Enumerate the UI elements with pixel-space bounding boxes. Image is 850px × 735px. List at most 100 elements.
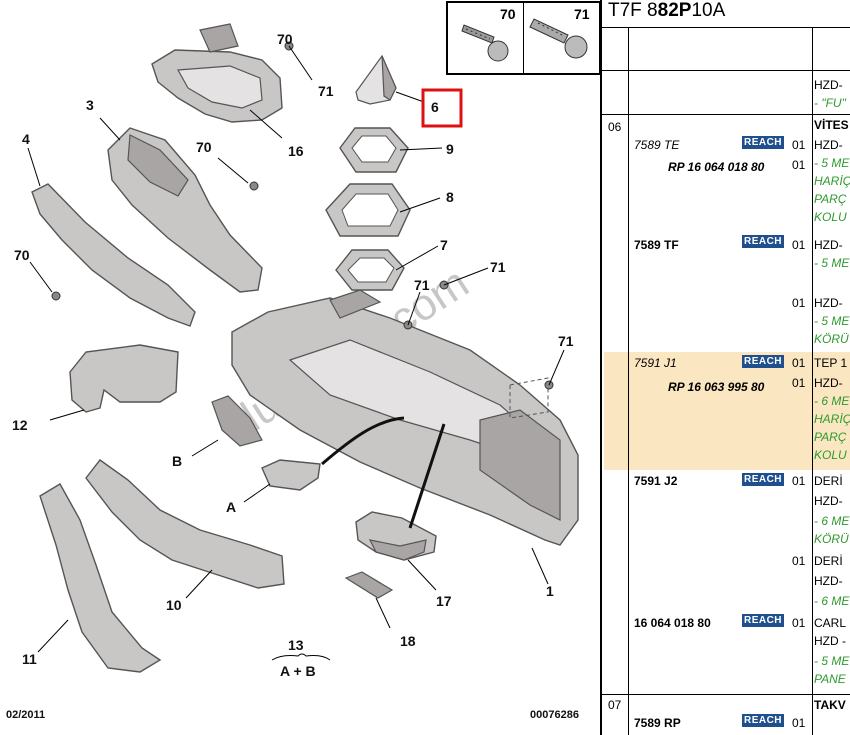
- callout-70-top: 70: [277, 31, 293, 47]
- part-11-air-duct[interactable]: [39, 483, 162, 673]
- part-9-ring[interactable]: [339, 127, 409, 173]
- qty: 01: [792, 158, 806, 172]
- clip-71-icon: [529, 18, 588, 59]
- row-rule-1: [602, 114, 850, 115]
- callout-10: 10: [166, 597, 182, 613]
- desc: HZD-: [814, 138, 843, 152]
- ref-7591J1: RP 16 063 995 80: [668, 380, 765, 394]
- fastener-inset: 70 71: [446, 1, 601, 75]
- callout-71-c: 71: [558, 333, 574, 349]
- callout-18: 18: [400, 633, 416, 649]
- desc: - 5 ME: [814, 314, 850, 328]
- desc: KÖRÜ: [814, 332, 849, 346]
- inset-cell-71: 71: [524, 3, 599, 73]
- part-7-ring[interactable]: [335, 249, 405, 291]
- desc: HARİÇ: [814, 412, 850, 426]
- reach-badge: REACH: [742, 235, 784, 248]
- callout-4: 4: [22, 131, 30, 147]
- desc: TEP 1: [814, 356, 848, 370]
- part-code-1606401880[interactable]: 16 064 018 80: [634, 616, 711, 630]
- callout-71-top: 71: [318, 83, 334, 99]
- qty: 01: [792, 716, 806, 730]
- qty: 01: [792, 238, 806, 252]
- callout-7: 7: [440, 237, 448, 253]
- part-A-boot-frame[interactable]: [261, 459, 321, 491]
- callout-13-sub: A + B: [280, 663, 316, 679]
- diagram-date: 02/2011: [6, 709, 45, 721]
- part-code-7589TF[interactable]: 7589 TF: [634, 238, 679, 252]
- desc: KÖRÜ: [814, 532, 849, 546]
- part-10-air-duct[interactable]: [85, 459, 285, 589]
- qty: 01: [792, 296, 806, 310]
- drawing-number: 00076286: [530, 709, 579, 721]
- part-B-gear-boot[interactable]: [211, 395, 263, 447]
- callout-16: 16: [288, 143, 304, 159]
- callout-9: 9: [446, 141, 454, 157]
- desc: HZD-: [814, 238, 843, 252]
- desc: KOLU: [814, 210, 847, 224]
- qty: 01: [792, 138, 806, 152]
- section-06: 06: [608, 120, 622, 134]
- qty: 01: [792, 616, 806, 630]
- desc: HZD -: [814, 634, 846, 648]
- desc: - 6 ME: [814, 594, 850, 608]
- header-code-2: 82P: [657, 0, 692, 21]
- section-07: 07: [608, 698, 622, 712]
- parts-table: T7F 8 82P 10A HZD- - "FU" 06 07 7589 TE …: [600, 0, 850, 735]
- leader-lines: [27, 45, 565, 653]
- desc: PARÇ: [814, 192, 847, 206]
- desc: - 5 ME: [814, 256, 850, 270]
- callout-6: 6: [431, 99, 439, 115]
- row-rule-2: [602, 694, 850, 695]
- desc: - 5 ME: [814, 156, 850, 170]
- part-code-7591J1[interactable]: 7591 J1: [634, 356, 677, 370]
- reach-badge: REACH: [742, 473, 784, 486]
- part-12-duct[interactable]: [69, 344, 179, 413]
- qty: 01: [792, 554, 806, 568]
- part-16-frame[interactable]: [151, 23, 283, 123]
- desc: KOLU: [814, 448, 847, 462]
- part-1-center-console[interactable]: [231, 289, 579, 546]
- desc: PANE: [814, 672, 846, 686]
- callout-70-mid: 70: [196, 139, 212, 155]
- header-code-3: 10A: [691, 0, 726, 21]
- callout-B: B: [172, 453, 182, 469]
- part-4-side-trim[interactable]: [31, 183, 196, 327]
- desc: CARL: [814, 616, 847, 630]
- screw-fasteners: [51, 41, 554, 390]
- part-code-7589TE[interactable]: 7589 TE: [634, 138, 680, 152]
- col-rule-1: [628, 27, 629, 735]
- reach-badge: REACH: [742, 614, 784, 627]
- inset-label-71: 71: [574, 6, 590, 22]
- desc: - 6 ME: [814, 514, 850, 528]
- part-8-ring[interactable]: [325, 183, 411, 237]
- cable-a: [321, 416, 405, 466]
- part-code-7591J2[interactable]: 7591 J2: [634, 474, 678, 488]
- callout-17: 17: [436, 593, 452, 609]
- callout-1: 1: [546, 583, 554, 599]
- part-18-pad[interactable]: [344, 571, 394, 599]
- row-highlight: [604, 352, 850, 470]
- desc-top-1: HZD-: [814, 78, 843, 92]
- desc: - 5 ME: [814, 654, 850, 668]
- header-code-1: T7F 8: [608, 0, 658, 21]
- part-17-insert[interactable]: [355, 511, 437, 561]
- reach-badge: REACH: [742, 355, 784, 368]
- qty: 01: [792, 356, 806, 370]
- desc-top-2: - "FU": [814, 96, 846, 110]
- callout-13: 13: [288, 637, 304, 653]
- callout-70-left: 70: [14, 247, 30, 263]
- desc: TAKV: [814, 698, 846, 712]
- desc: PARÇ: [814, 430, 847, 444]
- desc: DERİ: [814, 474, 843, 488]
- callout-71-b: 71: [490, 259, 506, 275]
- desc: HZD-: [814, 574, 843, 588]
- part-6-knob-cap[interactable]: [355, 54, 397, 105]
- highlight-box: [421, 88, 463, 128]
- part-code-7589RP[interactable]: 7589 RP: [634, 716, 681, 730]
- qty: 01: [792, 474, 806, 488]
- desc: HARİÇ: [814, 174, 850, 188]
- part-3-side-panel[interactable]: [107, 127, 263, 293]
- desc: HZD-: [814, 494, 843, 508]
- col-rule-2: [812, 27, 813, 735]
